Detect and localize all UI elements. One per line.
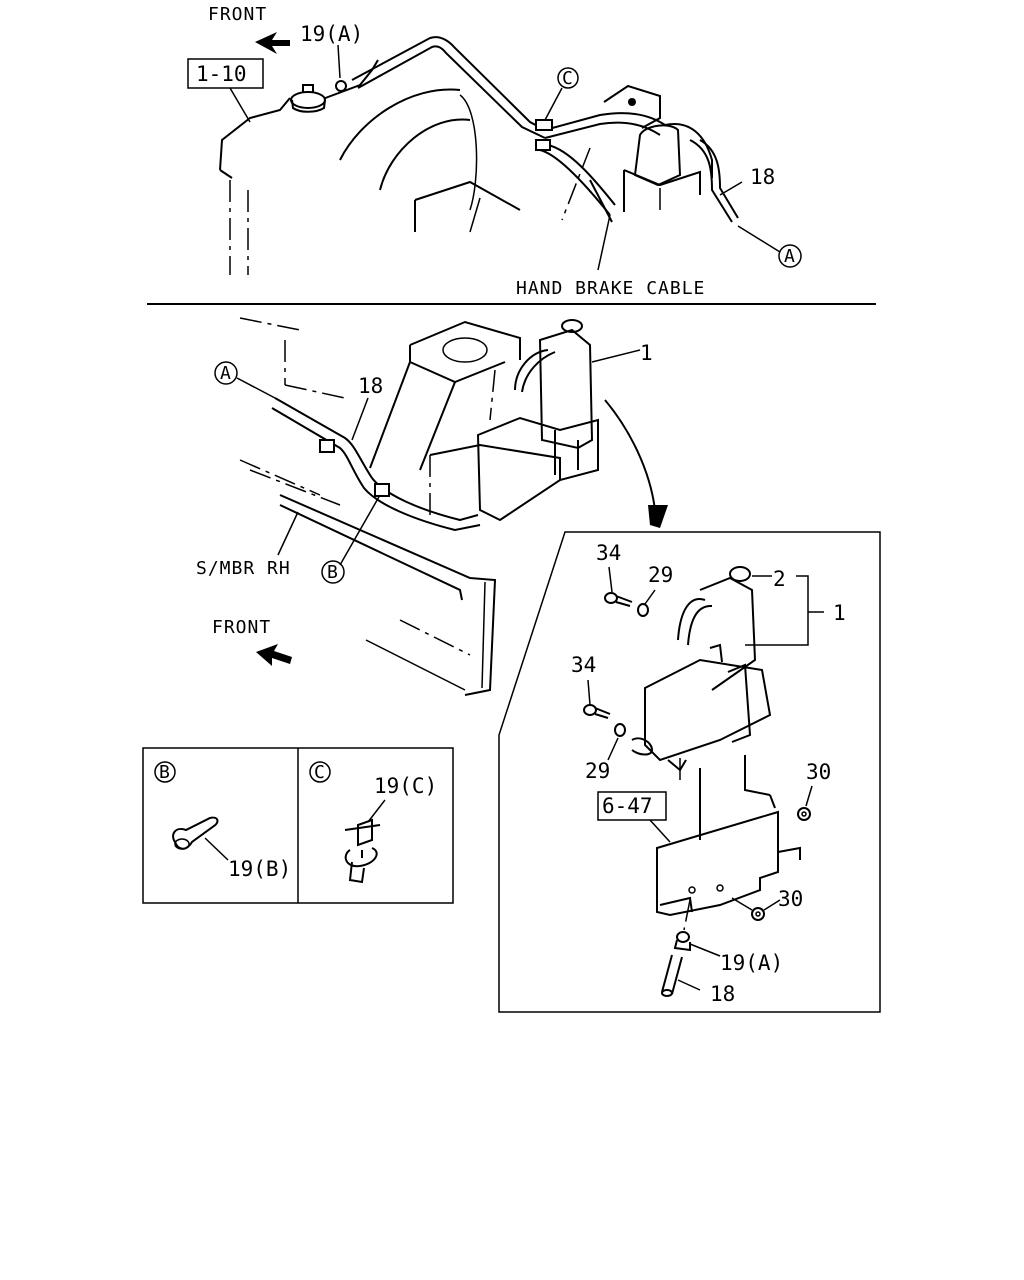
clip-c-top	[535, 119, 553, 131]
callout-a-top	[778, 244, 802, 268]
part-30-label-lower: 30	[778, 887, 803, 911]
middle-view: A 18 B S/MBR RH FRONT	[196, 317, 668, 696]
reservoir-tank-detail	[631, 566, 772, 772]
clamp-19a-detail	[673, 899, 691, 952]
callout-b-inset	[154, 761, 176, 783]
radiator-cap	[290, 84, 326, 113]
reservoir-tank-top	[603, 84, 713, 215]
radiator	[219, 59, 521, 275]
nut-30-upper	[797, 807, 811, 821]
ref-box-1-10	[187, 58, 264, 89]
bolt-34-upper	[604, 592, 633, 607]
bracket-1-2	[745, 575, 809, 646]
detail-box: 34 29 2 1 34	[498, 531, 881, 1013]
leader-30-lower	[763, 899, 781, 911]
clip-c-top-2	[535, 139, 551, 151]
callout-b-mid-text: B	[327, 562, 339, 583]
callout-c-top-text: C	[562, 68, 574, 89]
part-19c-label: 19(C)	[374, 774, 437, 798]
callout-c-inset	[309, 761, 331, 783]
hand-brake-cable-label: HAND BRAKE CABLE	[516, 278, 705, 299]
ref-box-6-47	[597, 791, 667, 821]
front-arrow-icon	[256, 644, 292, 666]
leader-19c	[367, 799, 386, 823]
cable-line-2	[589, 179, 613, 223]
part-29-label-upper: 29	[648, 563, 673, 587]
ref-label-1-10: 1-10	[196, 62, 247, 86]
leader-18-mid	[351, 397, 369, 441]
leader-1-10	[229, 87, 251, 123]
leader-hand-brake	[597, 214, 611, 271]
mounting-bracket	[656, 755, 801, 917]
leader-34-upper	[608, 566, 613, 593]
leader-29-lower	[607, 737, 619, 761]
hose-18-detail	[661, 954, 683, 997]
part-18-label-mid: 18	[358, 374, 383, 398]
part-2-label: 2	[773, 567, 786, 591]
cable-line-1	[561, 147, 591, 221]
leader-a-top	[737, 225, 781, 253]
leader-18-detail	[677, 979, 701, 991]
leader-a-mid	[236, 377, 276, 399]
hose-18-top	[689, 139, 733, 223]
s-mbr-rh-label: S/MBR RH	[196, 558, 291, 579]
part-1-label-detail: 1	[833, 601, 846, 625]
leader-19b	[204, 837, 229, 861]
part-34-label-lower: 34	[571, 653, 596, 677]
leader-18-top	[719, 181, 743, 196]
callout-b-mid	[321, 560, 345, 584]
bolt-34-lower	[583, 704, 611, 719]
callout-c-top	[557, 67, 579, 89]
part-30-label-upper: 30	[806, 760, 831, 784]
clip-19c	[344, 818, 381, 884]
side-member-rail	[239, 459, 497, 696]
engine-block	[369, 320, 521, 471]
leader-19a-top	[337, 44, 341, 79]
part-19a-label-top: 19(A)	[300, 22, 363, 46]
clamp-19a-top	[335, 80, 347, 92]
overflow-hose-top	[351, 36, 666, 216]
callout-a-top-text: A	[784, 246, 796, 267]
leader-6-47	[649, 819, 671, 843]
leader-smbr	[277, 511, 299, 556]
washer-29-upper	[637, 603, 649, 617]
front-arrow-icon	[255, 32, 290, 54]
curved-leader-arrow-icon	[604, 399, 668, 528]
leader-1-mid	[591, 349, 641, 363]
leader-29-upper	[644, 589, 656, 605]
part-18-label-detail: 18	[710, 982, 735, 1006]
leader-34-lower	[587, 679, 591, 706]
part-1-label-upper: 1	[640, 341, 653, 365]
clamp-19b	[172, 816, 219, 850]
nut-30-lower	[751, 907, 765, 921]
callout-c-inset-text: C	[314, 762, 326, 783]
callout-a-mid-text: A	[220, 363, 232, 384]
hose-18-mid	[271, 397, 481, 532]
front-label-mid: FRONT	[212, 617, 271, 638]
part-18-label-top: 18	[750, 165, 775, 189]
front-label-top: FRONT	[208, 4, 267, 25]
part-34-label-upper: 34	[596, 541, 621, 565]
inset-box-bc: B 19(B) C 19(C)	[142, 747, 454, 904]
callout-b-inset-text: B	[159, 762, 171, 783]
callout-a-mid	[214, 361, 238, 385]
part-19b-label: 19(B)	[228, 857, 291, 881]
part-19a-label-detail: 19(A)	[720, 951, 783, 975]
ref-label-6-47: 6-47	[602, 794, 653, 818]
washer-29-lower	[614, 723, 626, 737]
top-view: FRONT 1-10 19(A)	[187, 4, 802, 299]
part-29-label-lower: 29	[585, 759, 610, 783]
reservoir-tank-mid	[429, 319, 599, 522]
leader-19a-detail	[689, 943, 721, 957]
leader-30-upper	[805, 785, 813, 807]
leader-c-top	[544, 87, 563, 121]
